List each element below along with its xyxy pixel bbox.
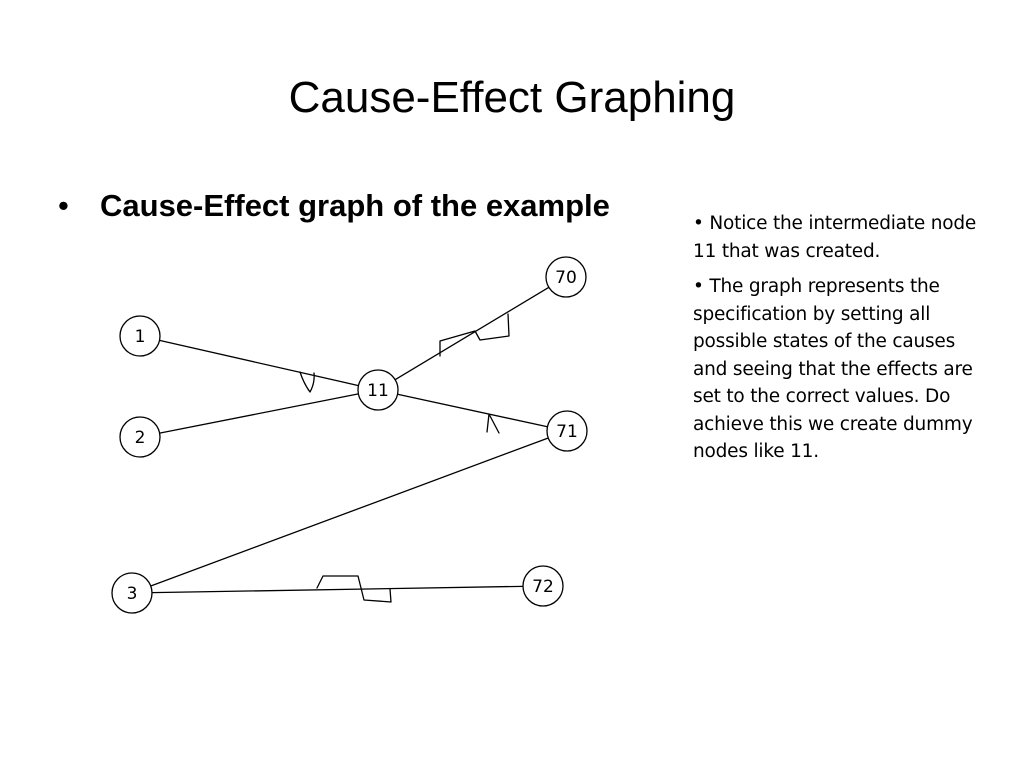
graph-operators <box>299 313 510 603</box>
or-operator-mark <box>299 371 315 393</box>
and-operator-mark <box>486 413 500 434</box>
node-circle-71 <box>546 410 588 452</box>
node-label-71: 71 <box>556 422 578 442</box>
edge-n1-n11 <box>159 339 359 387</box>
bullet-item: • Cause-Effect graph of the example <box>58 186 610 226</box>
edge-n11-n71 <box>397 393 548 428</box>
node-label-3: 3 <box>127 584 138 604</box>
not-operator-mark-lower <box>316 575 392 603</box>
node-label-72: 72 <box>532 577 554 597</box>
bullet-text: Cause-Effect graph of the example <box>100 188 610 223</box>
graph-nodes: 1 2 3 11 70 71 72 <box>111 256 588 614</box>
node-label-2: 2 <box>135 428 146 448</box>
graph-edges <box>150 286 550 594</box>
notes-panel: • Notice the intermediate node 11 that w… <box>693 210 993 474</box>
edge-n3-n71 <box>150 437 549 587</box>
node-circle-2 <box>119 416 161 458</box>
node-label-1: 1 <box>135 327 146 347</box>
slide-title: Cause-Effect Graphing <box>288 73 736 122</box>
not-operator-mark-upper <box>439 313 510 357</box>
node-circle-11 <box>357 369 399 411</box>
node-circle-72 <box>522 565 564 607</box>
note-graph-explanation: • The graph represents the specification… <box>693 276 973 462</box>
bullet-symbol: • <box>58 188 69 223</box>
note-intermediate-node: • Notice the intermediate node 11 that w… <box>693 213 977 262</box>
node-label-70: 70 <box>555 268 577 288</box>
node-circle-1 <box>119 315 161 357</box>
edge-n3-n72 <box>151 585 524 594</box>
edge-n2-n11 <box>159 393 359 434</box>
node-circle-3 <box>111 572 153 614</box>
node-circle-70 <box>545 256 587 298</box>
edge-n11-n70 <box>394 286 550 381</box>
node-label-11: 11 <box>367 381 389 401</box>
